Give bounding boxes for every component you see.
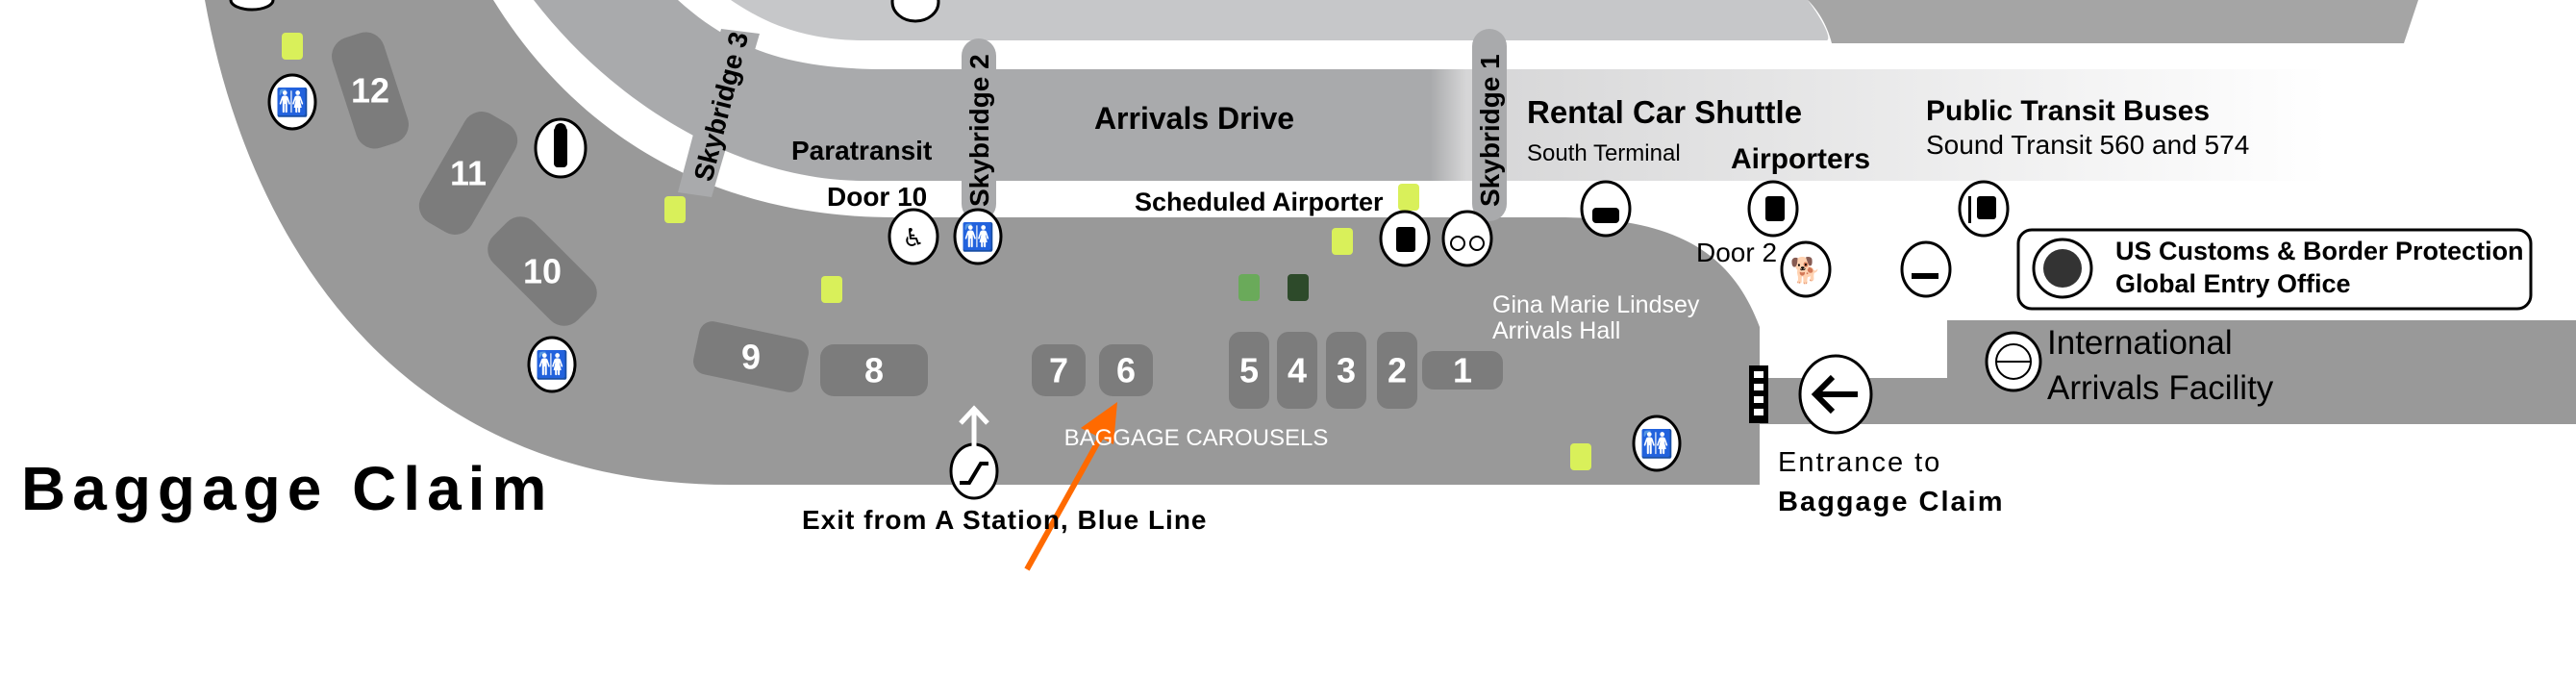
marker-light-green (821, 276, 842, 303)
carousel-7[interactable]: 7 (1032, 344, 1086, 396)
svg-text:12: 12 (351, 71, 389, 111)
marker-light-green (1332, 228, 1353, 255)
svg-text:10: 10 (523, 252, 562, 291)
carousel-8[interactable]: 8 (820, 344, 928, 396)
marker-green (1238, 274, 1260, 301)
dhs-seal-icon (2032, 238, 2093, 299)
info-markers (282, 33, 1591, 470)
paratransit-icon: ♿ (888, 208, 939, 265)
no-pets-icon: 🐕 (1780, 240, 1832, 298)
carousel-3[interactable]: 3 (1326, 332, 1366, 409)
globe-plane-icon (1985, 331, 2042, 392)
carousel-2[interactable]: 2 (1377, 332, 1417, 409)
arrivals-drive-label: Arrivals Drive (1094, 101, 1294, 136)
upper-terminal-right (1808, 0, 2418, 43)
exit-station-label: Exit from A Station, Blue Line (802, 505, 1208, 535)
svg-text:🚻: 🚻 (962, 221, 995, 253)
svg-text:Skybridge 2: Skybridge 2 (964, 54, 994, 207)
page-title: Baggage Claim (21, 454, 553, 523)
bicycle-icon (890, 0, 940, 23)
marker-light-green (1570, 443, 1591, 470)
door-2-label: Door 2 (1696, 238, 1777, 267)
hall-name-line1: Gina Marie Lindsey (1492, 291, 1700, 318)
svg-text:Skybridge 1: Skybridge 1 (1475, 54, 1505, 207)
svg-text:7: 7 (1049, 351, 1068, 390)
international-arrivals-facility (1759, 320, 2576, 424)
sound-transit-label: Sound Transit 560 and 574 (1926, 130, 2249, 160)
carousel-12[interactable]: 12 (327, 27, 413, 153)
svg-text:11: 11 (450, 154, 487, 193)
carousel-4[interactable]: 4 (1277, 332, 1317, 409)
svg-text:US Customs & Border Protection: US Customs & Border Protection (2115, 237, 2524, 265)
svg-text:2: 2 (1388, 351, 1407, 390)
svg-text:🚻: 🚻 (536, 349, 569, 381)
customs-global-entry-box: US Customs & Border Protection Global En… (2016, 228, 2533, 311)
rental-car-icon (1580, 180, 1632, 238)
entrance-door (1749, 365, 1768, 423)
svg-text:6: 6 (1116, 351, 1136, 390)
bus-icon (1747, 180, 1799, 238)
public-transit-label: Public Transit Buses (1926, 95, 2210, 127)
svg-text:Global Entry Office: Global Entry Office (2115, 269, 2351, 298)
svg-text:5: 5 (1239, 351, 1259, 390)
scheduled-airporter-label: Scheduled Airporter (1135, 188, 1384, 216)
carousel-1[interactable]: 1 (1422, 351, 1503, 390)
skybridge-1: Skybridge 1 (1472, 29, 1507, 221)
entrance-label-line2: Baggage Claim (1778, 487, 2005, 517)
upper-terminal (731, 0, 1829, 40)
airporters-label: Airporters (1731, 143, 1870, 175)
marker-light-green (1398, 184, 1419, 211)
entrance-label-line1: Entrance to (1778, 447, 1941, 478)
carousel-11[interactable]: 11 (413, 105, 525, 242)
smoking-area-icon (1900, 240, 1952, 298)
svg-text:4: 4 (1288, 351, 1307, 390)
marker-light-green (664, 196, 686, 223)
baggage-carousels-label: BAGGAGE CAROUSELS (1064, 425, 1329, 451)
carousel-6[interactable]: 6 (1099, 344, 1153, 396)
south-terminal-label: South Terminal (1527, 140, 1681, 166)
svg-text:🐕: 🐕 (1790, 256, 1821, 285)
rental-car-shuttle-label: Rental Car Shuttle (1527, 94, 1802, 130)
svg-text:🚻: 🚻 (276, 87, 310, 118)
svg-text:🚻: 🚻 (1640, 428, 1674, 460)
carousel-9[interactable]: 9 (690, 319, 811, 395)
arrow-up-icon (959, 405, 989, 450)
restroom-icon (229, 0, 275, 12)
svg-text:1: 1 (1453, 351, 1472, 390)
svg-text:3: 3 (1337, 351, 1356, 390)
marker-dark-green (1288, 274, 1309, 301)
marker-light-green (282, 33, 303, 60)
carousel-5[interactable]: 5 (1229, 332, 1269, 409)
restroom-icon: 🚻 (953, 208, 1003, 265)
international-label-line1: International (2047, 324, 2233, 362)
svg-text:9: 9 (741, 338, 761, 377)
pointer-arrow (1024, 402, 1117, 571)
escalator-icon (949, 442, 999, 500)
restroom-icon: 🚻 (1632, 415, 1682, 472)
bicycle-icon (1441, 210, 1493, 267)
restroom-icon: 🚻 (267, 73, 317, 131)
hall-name-line2: Arrivals Hall (1492, 317, 1620, 344)
restroom-icon: 🚻 (527, 336, 577, 393)
door-10-label: Door 10 (827, 182, 927, 212)
svg-text:8: 8 (864, 351, 884, 390)
arrow-left-icon (1798, 354, 1873, 435)
bus-stop-icon (1958, 180, 2010, 238)
carousel-10[interactable]: 10 (480, 209, 605, 334)
skybridge-2: Skybridge 2 (962, 38, 996, 221)
svg-text:♿: ♿ (902, 223, 924, 252)
police-icon (534, 117, 588, 179)
international-label-line2: Arrivals Facility (2047, 369, 2274, 407)
paratransit-label: Paratransit (791, 136, 932, 165)
bus-icon (1379, 210, 1431, 267)
